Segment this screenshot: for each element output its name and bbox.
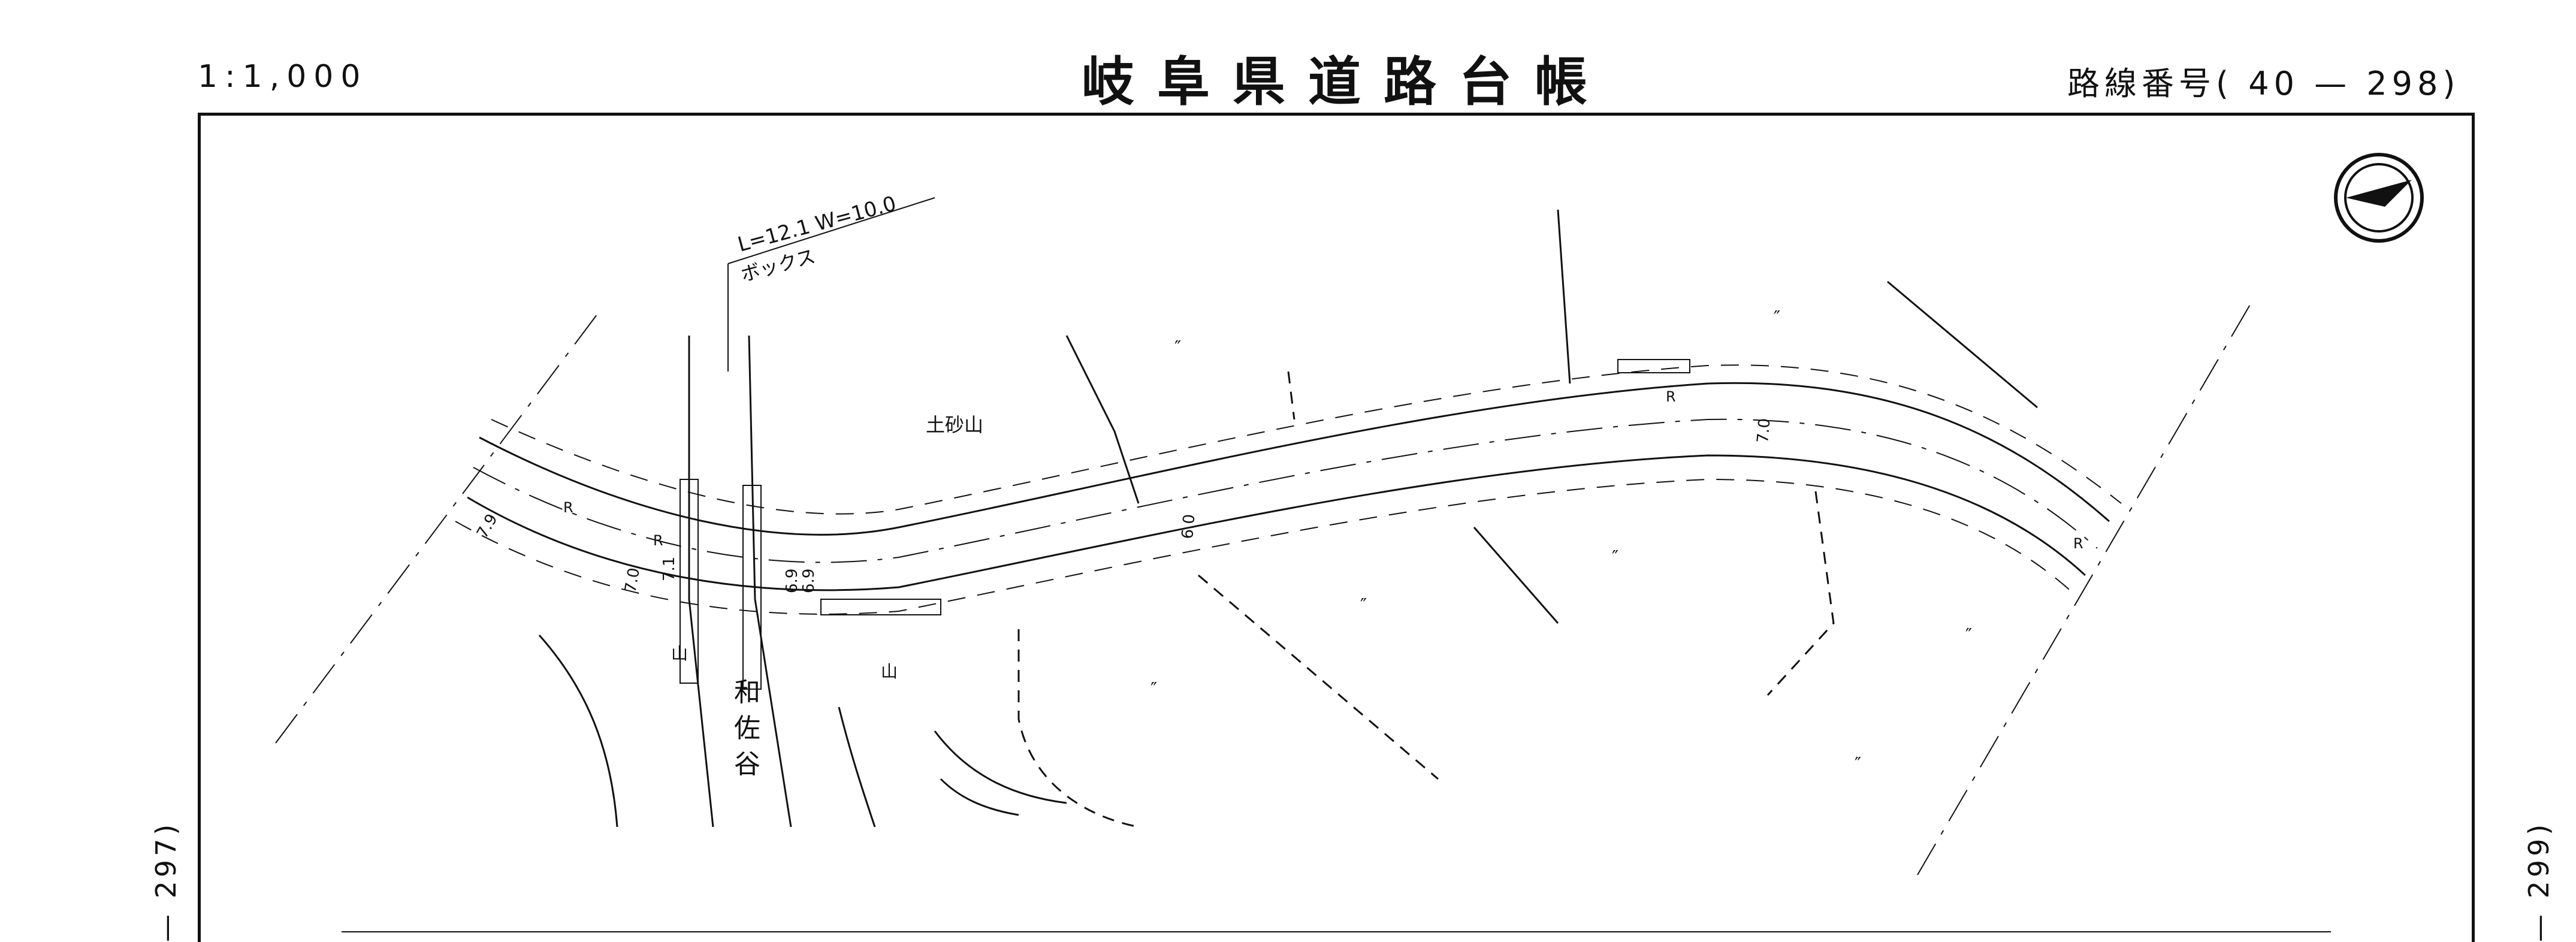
width-label: 7.9 (473, 511, 502, 542)
width-label: 7.0 (1754, 418, 1774, 444)
box-dims-label: L=12.1 W=10.0 (735, 192, 899, 257)
field-mark: ″ (1360, 595, 1367, 616)
width-label: 6.0 (1179, 514, 1198, 540)
river-bank-right (748, 335, 792, 828)
boundary-left (275, 311, 600, 744)
field-mark: ″ (1965, 625, 1972, 646)
right-route-ref: — 299) (2523, 820, 2555, 942)
width-label: 7.0 (621, 566, 644, 594)
parcel-e (1473, 527, 1559, 624)
curve-mark: R (653, 532, 663, 549)
parcel-f (1766, 491, 1835, 696)
boundary-right (1917, 299, 2254, 875)
curve-mark: R (1666, 388, 1676, 405)
north-arrow-icon (2346, 180, 2412, 207)
river-char-1: 和 (734, 677, 760, 708)
map-scale: 1:1,000 (198, 59, 368, 95)
route-number: 路線番号( 40 — 298) (2067, 65, 2460, 102)
river-char-2: 佐 (734, 713, 760, 744)
contour-2 (838, 707, 876, 828)
culvert-hatch-left (680, 479, 699, 684)
place-label: 土砂山 (926, 413, 983, 436)
width-label: 6.9 (783, 569, 801, 593)
width-label: 7.1 (660, 557, 678, 581)
field-mark: ″ (1174, 337, 1181, 358)
field-mark: ″ (1612, 547, 1618, 568)
parcel-h (1017, 629, 1139, 828)
map-frame (198, 113, 2475, 942)
road-edge-south (467, 454, 2086, 591)
hatch-south (820, 599, 941, 615)
road-edge-north (479, 382, 2110, 536)
north-arrow-ring (2334, 153, 2424, 243)
mountain-mark: 山 (671, 644, 688, 663)
curve-mark: R (563, 499, 573, 516)
field-mark: ″ (1855, 754, 1861, 775)
river-bank-left (688, 336, 714, 828)
road-centerline (473, 418, 2098, 563)
contour-3 (934, 730, 1067, 804)
parcel-c (1557, 209, 1571, 384)
boundary-south (455, 478, 2074, 615)
parcel-d (1198, 574, 1439, 780)
field-mark: ″ (1774, 307, 1780, 328)
culvert-hatch-right (742, 485, 762, 690)
hatch-north (1617, 359, 1690, 373)
box-leader (727, 197, 935, 264)
contour-1 (538, 635, 618, 828)
page-title: 岐阜県道路台帳 (1082, 51, 1611, 113)
curve-mark: R (2073, 535, 2083, 552)
field-mark: ″ (1150, 679, 1157, 700)
parcel-b (1287, 371, 1295, 420)
river-char-3: 谷 (734, 749, 760, 780)
width-label: 6.9 (800, 569, 818, 593)
boundary-north (491, 364, 2122, 515)
mountain-mark: 山 (881, 662, 898, 681)
parcel-g (1887, 280, 2038, 409)
parcel-a (1065, 335, 1140, 504)
left-route-ref: — 297) (150, 820, 182, 942)
contour-4 (940, 778, 1019, 816)
